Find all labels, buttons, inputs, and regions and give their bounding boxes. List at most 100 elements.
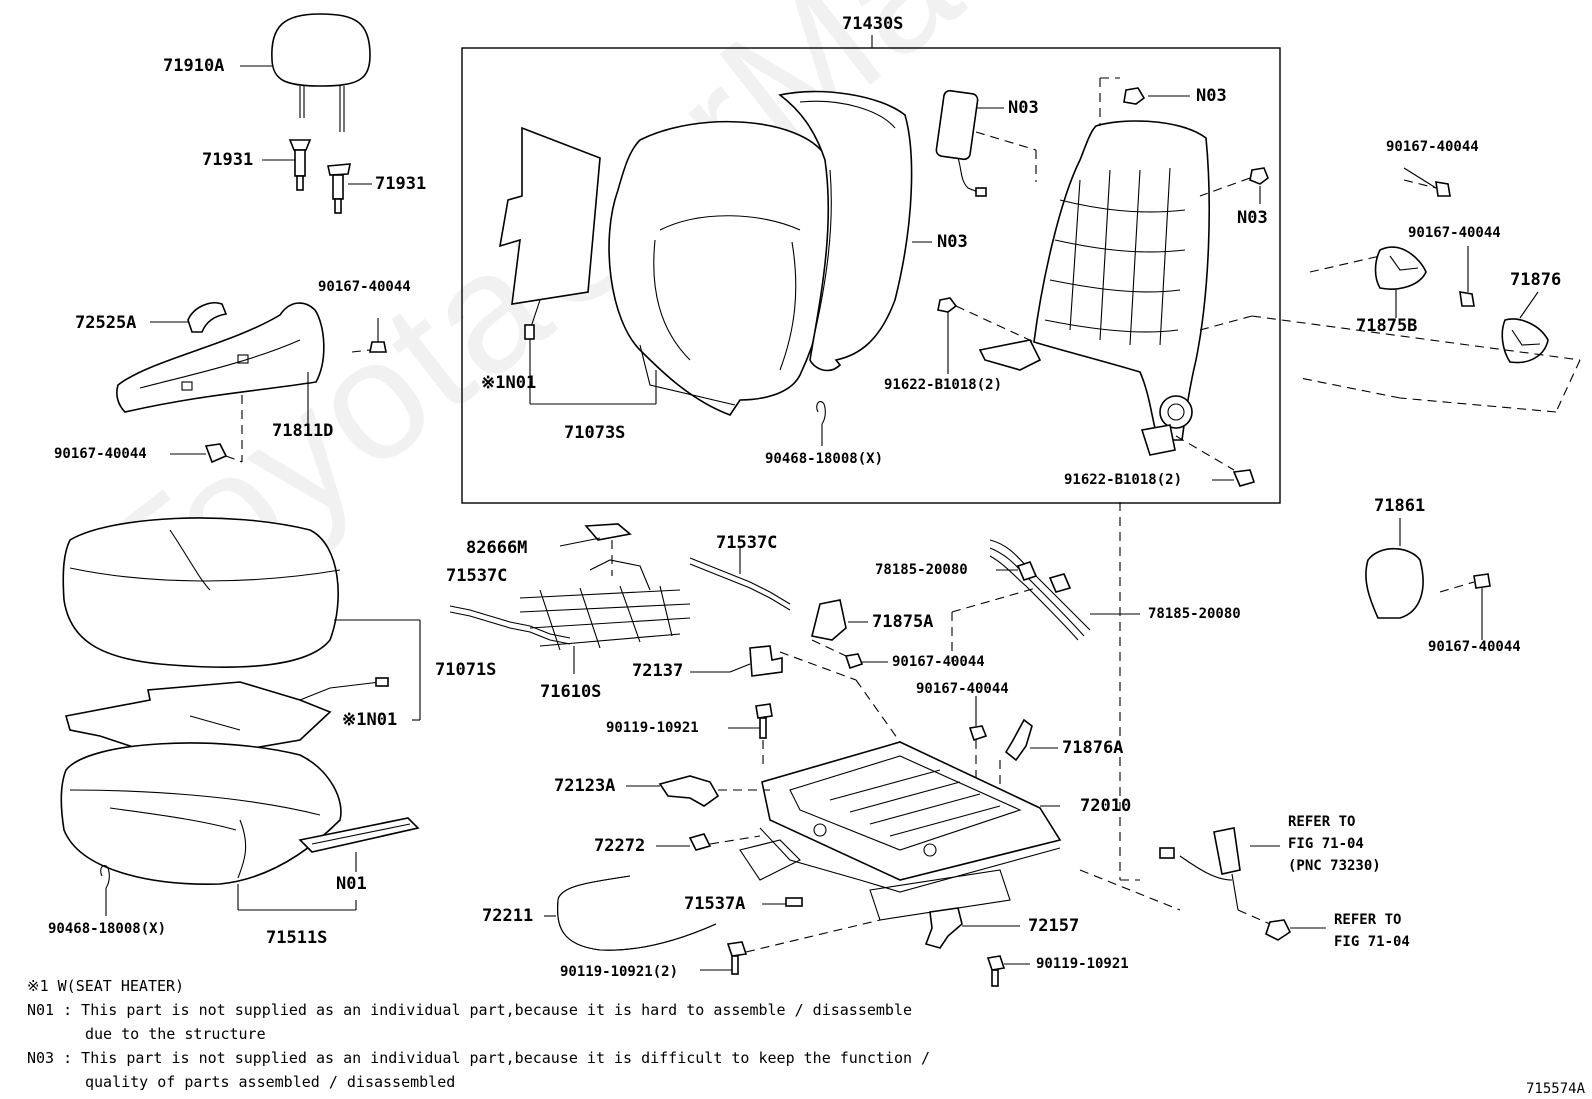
- bolt-90167-71861: [1439, 573, 1491, 640]
- cover-71875A: [811, 587, 1037, 641]
- refer-label-2-line1: REFER TO: [1334, 912, 1402, 928]
- label-90119-top: 90119-10921: [606, 720, 699, 736]
- bracket-71876A: [1004, 718, 1058, 762]
- bolt-90119-top: [728, 703, 773, 770]
- clip-90468-cushion: [100, 865, 110, 916]
- label-71875A: 71875A: [872, 612, 934, 632]
- handle-72211: [544, 875, 717, 951]
- label-90167-40044-a: 90167-40044: [318, 279, 411, 295]
- seat-cushion-cover-71071S: [62, 517, 421, 721]
- headrest-support-71931-left: [262, 139, 312, 191]
- seatback-cover-71073S: [608, 120, 834, 416]
- label-71511S: 71511S: [266, 928, 328, 948]
- label-72211: 72211: [482, 906, 534, 926]
- label-71071S: 71071S: [435, 660, 497, 680]
- seat-cushion-pad: [60, 742, 357, 911]
- headrest-support-71931-right: [327, 163, 372, 214]
- cover-71876: [1501, 291, 1549, 364]
- bolt-91622-upper: [937, 297, 1035, 374]
- side-airbag-N03: [935, 89, 1037, 197]
- label-90167-40044-c: 90167-40044: [1386, 139, 1479, 155]
- trim-cover-72525A: [150, 302, 228, 333]
- label-71910A: 71910A: [163, 56, 225, 76]
- label-91622-upper: 91622-B1018(2): [884, 377, 1003, 393]
- bracket-82666M: [559, 523, 632, 576]
- headrest-71910A: [240, 13, 371, 132]
- cover-71875B: [1374, 246, 1427, 318]
- label-72010: 72010: [1080, 796, 1132, 816]
- cover-71861: [1365, 518, 1424, 619]
- label-90167-40044-g: 90167-40044: [916, 681, 1009, 697]
- label-N03-nut-top: N03: [1196, 86, 1227, 106]
- label-71876A: 71876A: [1062, 738, 1124, 758]
- label-71537A: 71537A: [684, 894, 746, 914]
- label-90167-40044-d: 90167-40044: [1408, 225, 1501, 241]
- label-90468-cushion: 90468-18008(X): [48, 921, 167, 937]
- part-72137: [690, 645, 783, 677]
- label-N03-pad: N03: [937, 232, 968, 252]
- refer-label-2-line2: FIG 71-04: [1334, 934, 1410, 950]
- label-N01-bracket: N01: [336, 874, 367, 894]
- clip-90468-seatback: [816, 401, 826, 446]
- label-71861: 71861: [1374, 496, 1426, 516]
- bracket-72123A: [626, 775, 770, 807]
- refer-label-1-line2: FIG 71-04: [1288, 836, 1364, 852]
- bracket-72157: [924, 907, 1020, 949]
- wire-harness-78185: [989, 539, 1140, 641]
- spring-71537C-left: [449, 605, 571, 645]
- bolt-90119-lower-left: [700, 919, 881, 975]
- label-71610S: 71610S: [540, 682, 602, 702]
- bolt-91622-lower: [1175, 435, 1256, 487]
- label-90167-40044-b: 90167-40044: [54, 446, 147, 462]
- cushion-frame-bracket-N01: [298, 817, 420, 872]
- label-82666M: 82666M: [466, 538, 528, 558]
- label-78185-b: 78185-20080: [1148, 606, 1241, 622]
- label-90119-lower-right: 90119-10921: [1036, 956, 1129, 972]
- label-72157: 72157: [1028, 916, 1080, 936]
- label-91622-lower: 91622-B1018(2): [1064, 472, 1183, 488]
- bolt-90119-lower-right: [986, 955, 1030, 987]
- label-71537C-left: 71537C: [446, 566, 508, 586]
- refer-label-1-line1: REFER TO: [1288, 814, 1356, 830]
- label-90167-40044-e: 90167-40044: [1428, 639, 1521, 655]
- seatback-group-box: [461, 47, 1281, 504]
- label-71876: 71876: [1510, 270, 1562, 290]
- connector-72272: [656, 833, 761, 851]
- label-71430S: 71430S: [842, 14, 904, 34]
- nut-refer: [1237, 909, 1326, 941]
- label-N03-airbag: N03: [1008, 98, 1039, 118]
- note-N01-line2: due to the structure: [85, 1025, 266, 1043]
- seat-belt-buckle: [1159, 827, 1280, 911]
- label-N03-nut-right: N03: [1237, 208, 1268, 228]
- label-71073S: 71073S: [564, 423, 626, 443]
- spring-grid-71610S: [519, 559, 691, 674]
- nut-N03-top: [1123, 87, 1190, 105]
- bolt-90167-71811D-bottom: [170, 443, 243, 464]
- seatback-pad-N03: [778, 90, 932, 372]
- label-71875B: 71875B: [1356, 316, 1418, 336]
- label-71537C-right: 71537C: [716, 533, 778, 553]
- note-N01-line1: N01 : This part is not supplied as an in…: [27, 1001, 913, 1019]
- nut-N03-right: [1199, 167, 1269, 204]
- label-72525A: 72525A: [75, 313, 137, 333]
- bolt-90167-72010-top: [968, 696, 988, 790]
- label-78185-a: 78185-20080: [875, 562, 968, 578]
- cap-71537A: [762, 897, 803, 907]
- bolt-90167-right-lower: [1459, 246, 1475, 307]
- label-72123A: 72123A: [554, 776, 616, 796]
- refer-label-1-line3: (PNC 73230): [1288, 858, 1381, 874]
- seat-adjuster-72010: [739, 741, 1062, 921]
- note-N03-line1: N03 : This part is not supplied as an in…: [27, 1049, 931, 1067]
- label-90468-seatback: 90468-18008(X): [765, 451, 884, 467]
- label-71931-left: 71931: [202, 150, 254, 170]
- bolt-90167-71875A: [811, 612, 953, 670]
- label-72272: 72272: [594, 836, 646, 856]
- spring-71537C-right: [689, 546, 791, 611]
- side-shield-71811D: [116, 302, 325, 462]
- figure-id: 715574A: [1526, 1081, 1586, 1097]
- note-seat-heater: ※1 W(SEAT HEATER): [27, 977, 185, 995]
- bolt-90167-71811D-top: [351, 318, 387, 353]
- label-72137: 72137: [632, 661, 684, 681]
- label-71931-right: 71931: [375, 174, 427, 194]
